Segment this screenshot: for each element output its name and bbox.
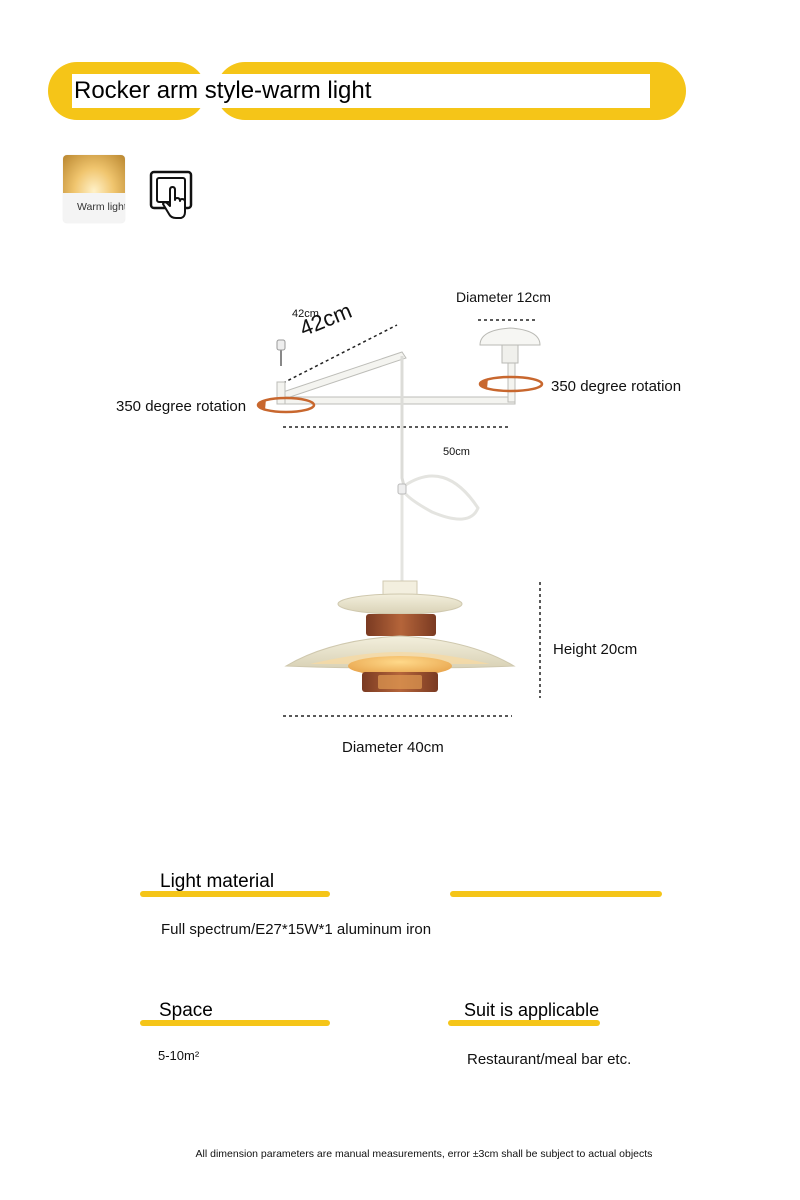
- page-title: Rocker arm style-warm light: [74, 77, 372, 104]
- light-material-value: Full spectrum/E27*15W*1 aluminum iron: [161, 921, 432, 938]
- light-material-bar-left: [140, 891, 330, 897]
- arm-length-small-label: 42cm: [292, 308, 319, 320]
- base-diameter-label: Diameter 12cm: [456, 289, 551, 305]
- suit-bar: [448, 1020, 600, 1026]
- lamp-illustration: [256, 319, 544, 717]
- space-bar: [140, 1020, 330, 1026]
- space-title: Space: [159, 1000, 213, 1021]
- footer-note: All dimension parameters are manual meas…: [195, 1148, 653, 1160]
- rotation-right-label: 350 degree rotation: [551, 378, 682, 395]
- warm-light-label: Warm light: [77, 201, 125, 213]
- warm-light-option[interactable]: Warm light: [63, 155, 125, 223]
- space-value: 5-10m²: [158, 1048, 200, 1063]
- shade-diameter-label: Diameter 40cm: [342, 739, 444, 756]
- light-material-title: Light material: [160, 871, 275, 892]
- arm-width-label: 50cm: [443, 446, 470, 458]
- light-material-bar-right: [450, 891, 662, 897]
- rotation-left-label: 350 degree rotation: [116, 398, 247, 415]
- suit-value: Restaurant/meal bar etc.: [467, 1051, 632, 1068]
- height-label: Height 20cm: [553, 641, 638, 658]
- title-box: [72, 74, 650, 108]
- touch-switch-icon[interactable]: [149, 170, 195, 222]
- warm-light-swatch: [63, 155, 125, 193]
- suit-title: Suit is applicable: [464, 1000, 600, 1020]
